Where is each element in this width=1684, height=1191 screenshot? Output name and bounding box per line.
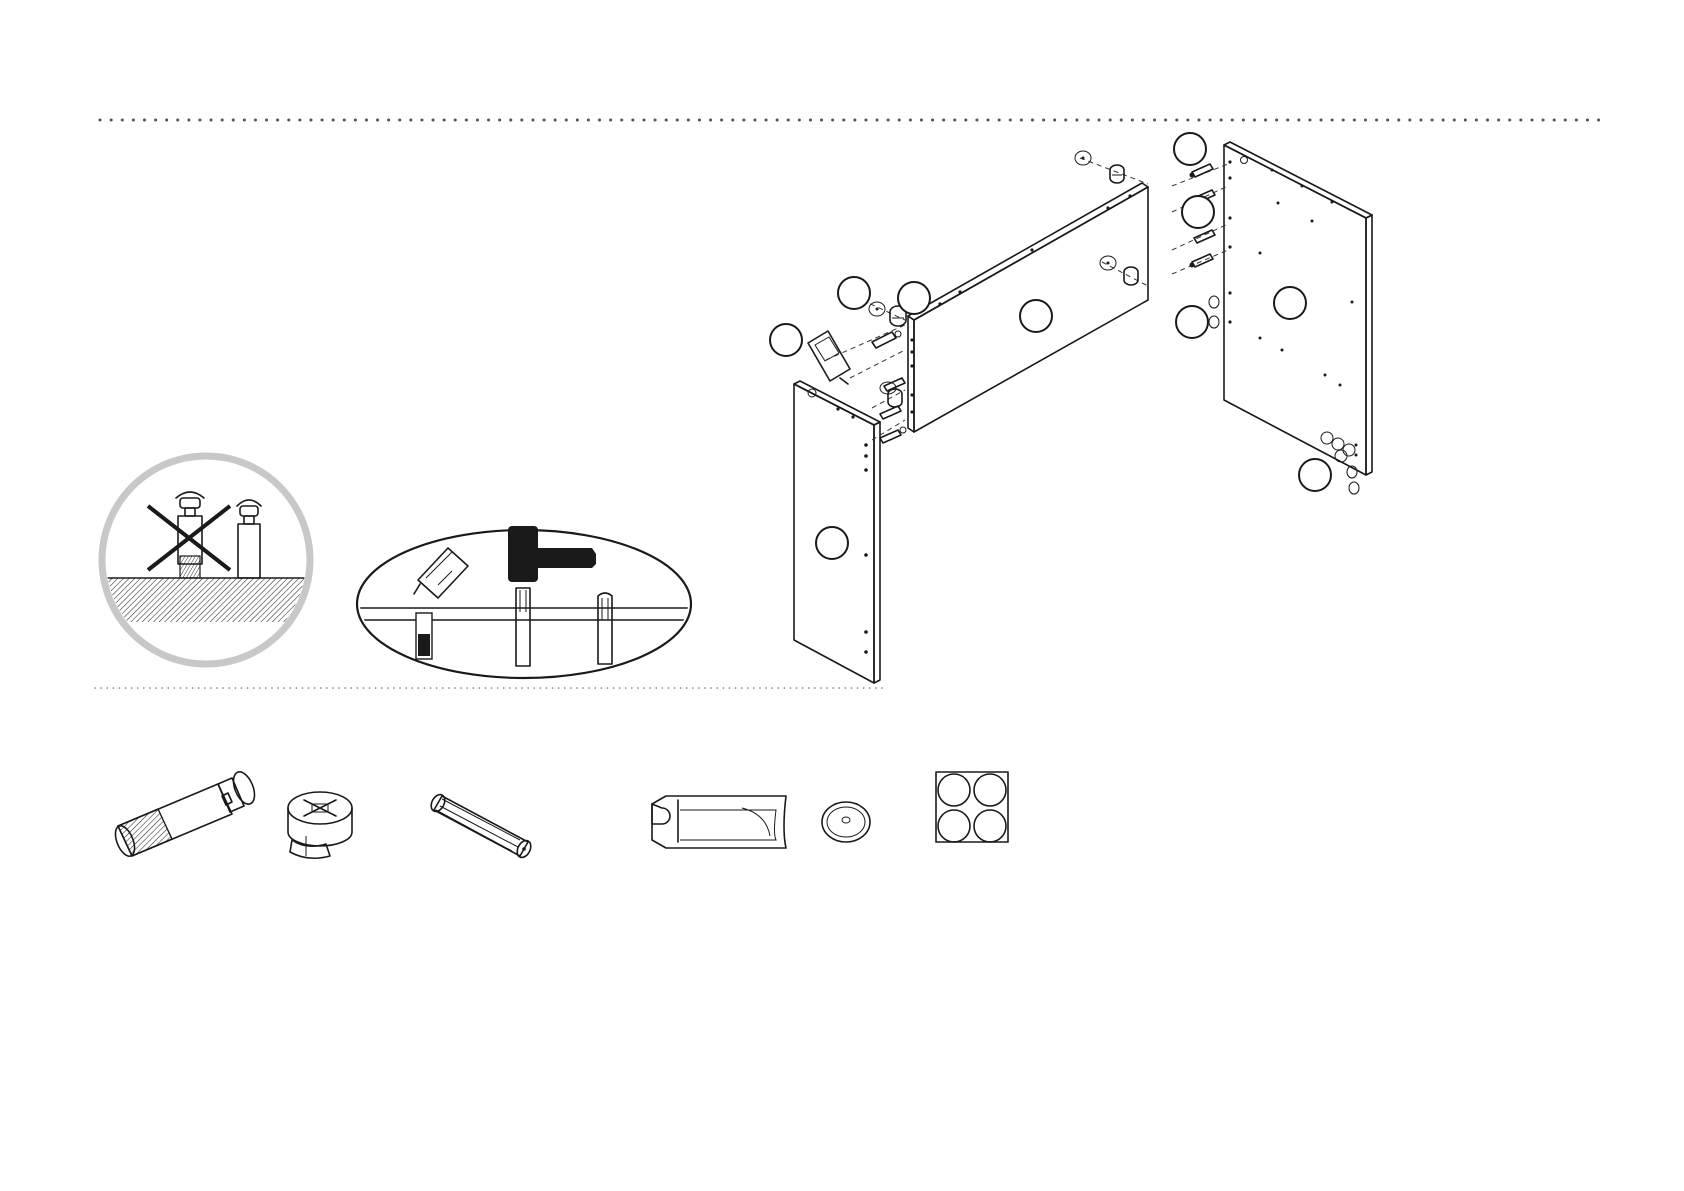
- callout-felt-pad: [1299, 459, 1331, 491]
- wood-dowel-icon: [428, 792, 533, 860]
- dowel-glue-inset: [350, 526, 700, 678]
- callout-cam-right: [1176, 306, 1208, 338]
- callout-dowel-right: [1182, 196, 1214, 228]
- cover-cap-icon: [822, 802, 870, 842]
- glued-hole-icon: [416, 613, 432, 659]
- cam-bolt-icon: [112, 769, 259, 859]
- callout-back-panel: [1020, 300, 1052, 332]
- callout-left-panel: [816, 527, 848, 559]
- felt-pads-icon: [936, 772, 1008, 842]
- callout-cam-left-b: [898, 282, 930, 314]
- callout-cam-left-a: [838, 277, 870, 309]
- glue-tube-icon: [652, 796, 786, 848]
- cam-lock-icon: [288, 792, 352, 858]
- top-junction-hardware: [1075, 151, 1148, 286]
- callout-right-panel: [1274, 287, 1306, 319]
- left-junction-hardware: [808, 300, 906, 443]
- callout-bolt-right-a: [1174, 133, 1206, 165]
- callout-glue: [770, 324, 802, 356]
- bolt-check-inset: [100, 456, 312, 664]
